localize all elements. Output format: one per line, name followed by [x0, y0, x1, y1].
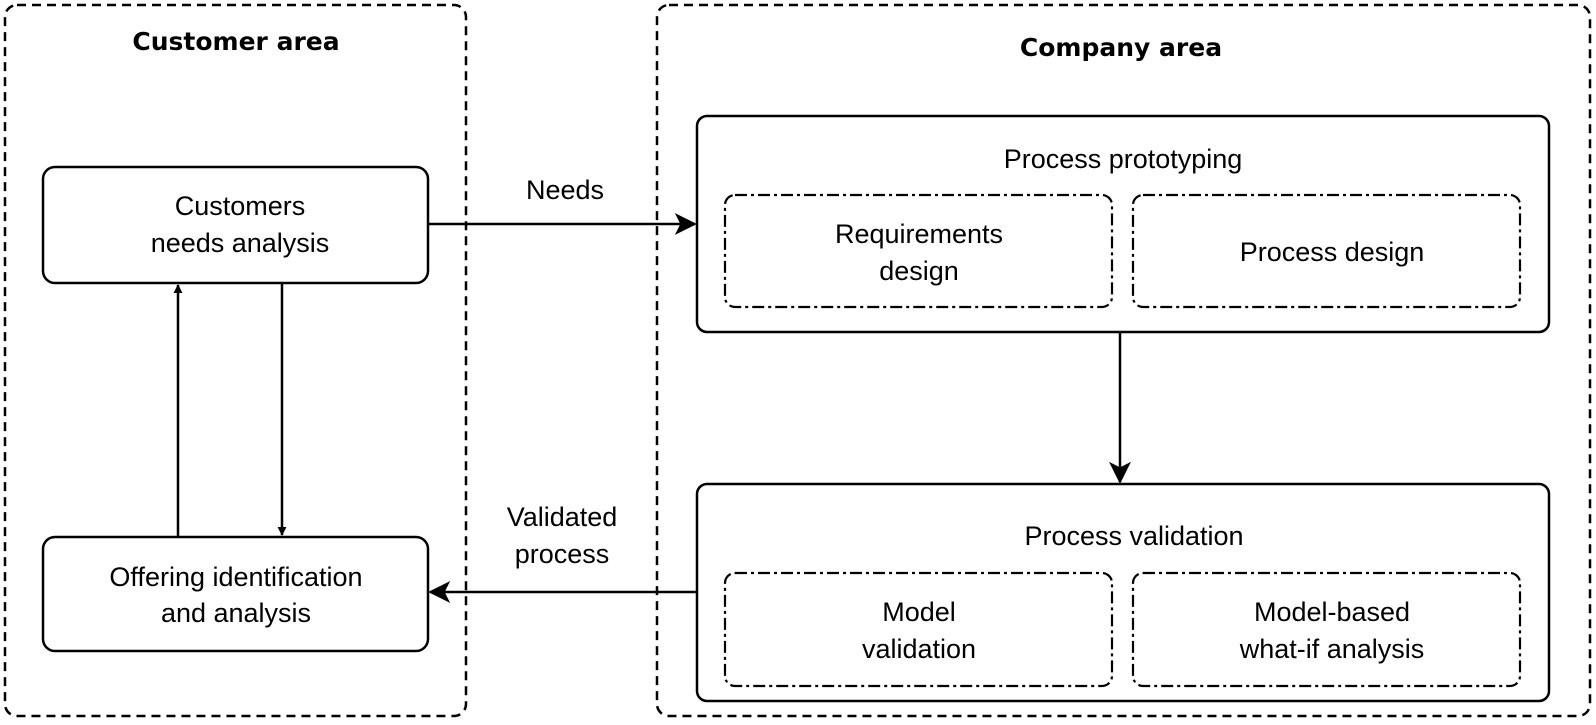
- offering-identification-box: [41, 535, 430, 653]
- process-design-label: Process design: [1240, 237, 1425, 267]
- model-validation-label-line1: Model: [882, 597, 956, 627]
- offering-identification-label-line1: Offering identification: [109, 562, 362, 592]
- what-if-analysis-label-line1: Model-based: [1254, 597, 1410, 627]
- customers-needs-analysis-label-line1: Customers: [175, 191, 306, 221]
- validated-process-label-line1: Validated: [507, 502, 618, 532]
- customers-needs-analysis-box: [41, 165, 430, 285]
- customer-area-title: Customer area: [132, 27, 339, 56]
- model-validation-label-line2: validation: [862, 634, 976, 664]
- needs-flow-label: Needs: [526, 175, 604, 205]
- requirements-design-label-line1: Requirements: [835, 219, 1003, 249]
- what-if-analysis-box: [1131, 571, 1522, 688]
- process-prototyping-title: Process prototyping: [1004, 144, 1243, 174]
- customer-area-container: [3, 3, 468, 718]
- requirements-design-label-line2: design: [879, 256, 959, 286]
- process-validation-title: Process validation: [1024, 521, 1243, 551]
- model-validation-box: [723, 571, 1114, 688]
- company-area-container: [655, 3, 1592, 718]
- customers-needs-analysis-label-line2: needs analysis: [151, 228, 330, 258]
- company-area-title: Company area: [1020, 33, 1222, 62]
- requirements-design-box: [723, 193, 1114, 309]
- what-if-analysis-label-line2: what-if analysis: [1239, 634, 1425, 664]
- offering-identification-label-line2: and analysis: [161, 598, 311, 628]
- process-design-box: [1131, 193, 1522, 309]
- validated-process-label-line2: process: [515, 539, 610, 569]
